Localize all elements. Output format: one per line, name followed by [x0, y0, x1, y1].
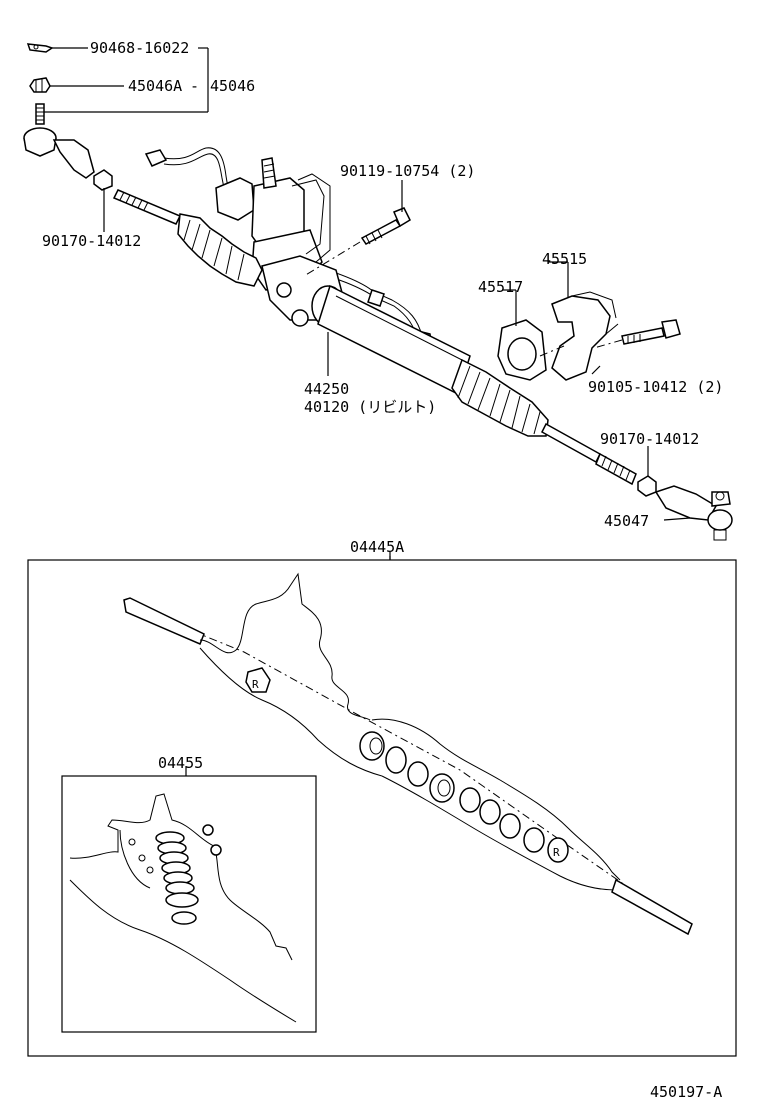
callout-45517: 45517 — [478, 278, 523, 296]
callout-04445a: 04445A — [350, 538, 404, 556]
tie-rod-end-left — [23, 103, 95, 179]
callout-45515: 45515 — [542, 250, 587, 268]
callout-04455: 04455 — [158, 754, 203, 772]
callout-90170-14012-right: 90170-14012 — [600, 430, 699, 448]
callout-90105-10412: 90105-10412 (2) — [588, 378, 723, 396]
callout-45046: 45046 — [210, 77, 255, 95]
tie-rod-thread-left — [112, 189, 182, 225]
kit-box-04445a — [27, 559, 737, 1057]
tie-rod-right — [541, 422, 637, 486]
bolt-90119 — [360, 207, 411, 245]
hose-assembly — [144, 147, 229, 189]
cushion-45517 — [497, 319, 547, 381]
callout-45047: 45047 — [604, 512, 649, 530]
callout-90119-10754: 90119-10754 (2) — [340, 162, 475, 180]
kit-box-04455 — [61, 775, 317, 1033]
lock-nut-left — [93, 169, 113, 191]
kit-seals: R — [359, 731, 569, 863]
rack-tube — [317, 284, 471, 396]
tie-rod-end-right — [654, 485, 733, 541]
leader-lines-main — [327, 180, 691, 560]
cotter-pin — [26, 43, 54, 53]
dashed-leaders-main — [303, 241, 623, 357]
svg-text:R: R — [553, 846, 560, 859]
callout-44250: 44250 — [304, 380, 349, 398]
subkit-spring — [155, 824, 222, 925]
callout-90170-14012-left: 90170-14012 — [42, 232, 141, 250]
subkit-housing-outline — [69, 793, 297, 1023]
lock-nut-right — [637, 475, 657, 497]
svg-text:R: R — [252, 678, 259, 691]
right-boot — [451, 358, 549, 437]
bolt-90105 — [621, 319, 681, 345]
kit-rack-outline: R — [123, 572, 693, 936]
castle-nut — [29, 77, 51, 93]
callout-40120: 40120 (リビルト) — [304, 398, 436, 416]
bracket-45515 — [551, 291, 619, 381]
callout-90468-16022: 90468-16022 — [90, 39, 189, 57]
callout-45046a: 45046A — [128, 77, 182, 95]
left-boot — [177, 213, 263, 287]
leader-lines-top-left — [44, 47, 209, 232]
callout-45046-dash: - — [190, 77, 199, 95]
diagram-id: 450197-A — [650, 1083, 722, 1101]
